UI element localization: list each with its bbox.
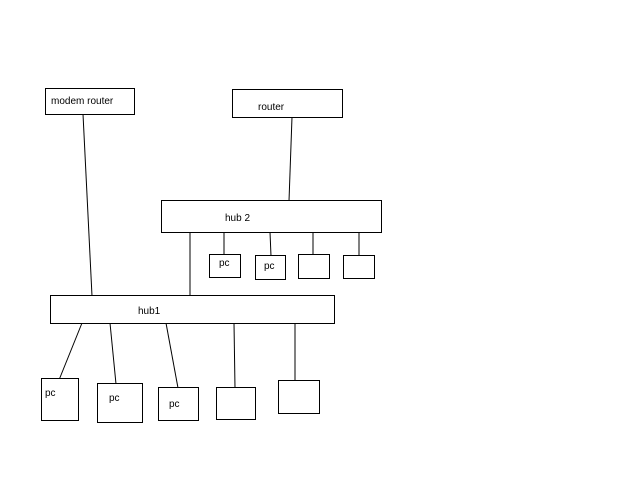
edge-hub2-pc2 xyxy=(269,231,272,257)
hub1-pc1-label: pc xyxy=(45,388,56,399)
edge-modem-router-hub1 xyxy=(82,113,93,297)
hub2-node: hub 2 xyxy=(161,200,382,233)
hub2-pc1-label: pc xyxy=(219,258,230,269)
router-node: router xyxy=(232,89,343,118)
hub2-label: hub 2 xyxy=(225,213,251,224)
hub1-pc1-node: pc xyxy=(41,378,79,421)
hub2-pc2-label: pc xyxy=(264,261,275,272)
hub1-pc3-label: pc xyxy=(169,399,180,410)
modem-router-node: modem router xyxy=(45,88,135,115)
hub1-label: hub1 xyxy=(138,306,161,317)
hub1-pc3-node: pc xyxy=(158,387,199,421)
modem-router-label: modem router xyxy=(51,96,114,107)
hub2-pc2-node: pc xyxy=(255,255,286,280)
edge-router-hub2 xyxy=(288,116,293,202)
hub2-port4-node xyxy=(343,255,375,279)
edge-hub1-pc1 xyxy=(58,322,83,381)
hub2-port3-node xyxy=(298,254,330,279)
hub1-node: hub1 xyxy=(50,295,335,324)
hub1-pc2-label: pc xyxy=(109,393,120,404)
router-label: router xyxy=(258,102,285,113)
hub2-pc1-node: pc xyxy=(209,254,241,278)
edge-hub1-pc3 xyxy=(165,322,179,389)
edge-hub1-port4 xyxy=(233,322,236,389)
hub1-pc2-node: pc xyxy=(97,383,143,423)
hub1-port5-node xyxy=(278,380,320,414)
edge-hub1-pc2 xyxy=(109,322,117,385)
hub1-port4-node xyxy=(216,387,256,420)
